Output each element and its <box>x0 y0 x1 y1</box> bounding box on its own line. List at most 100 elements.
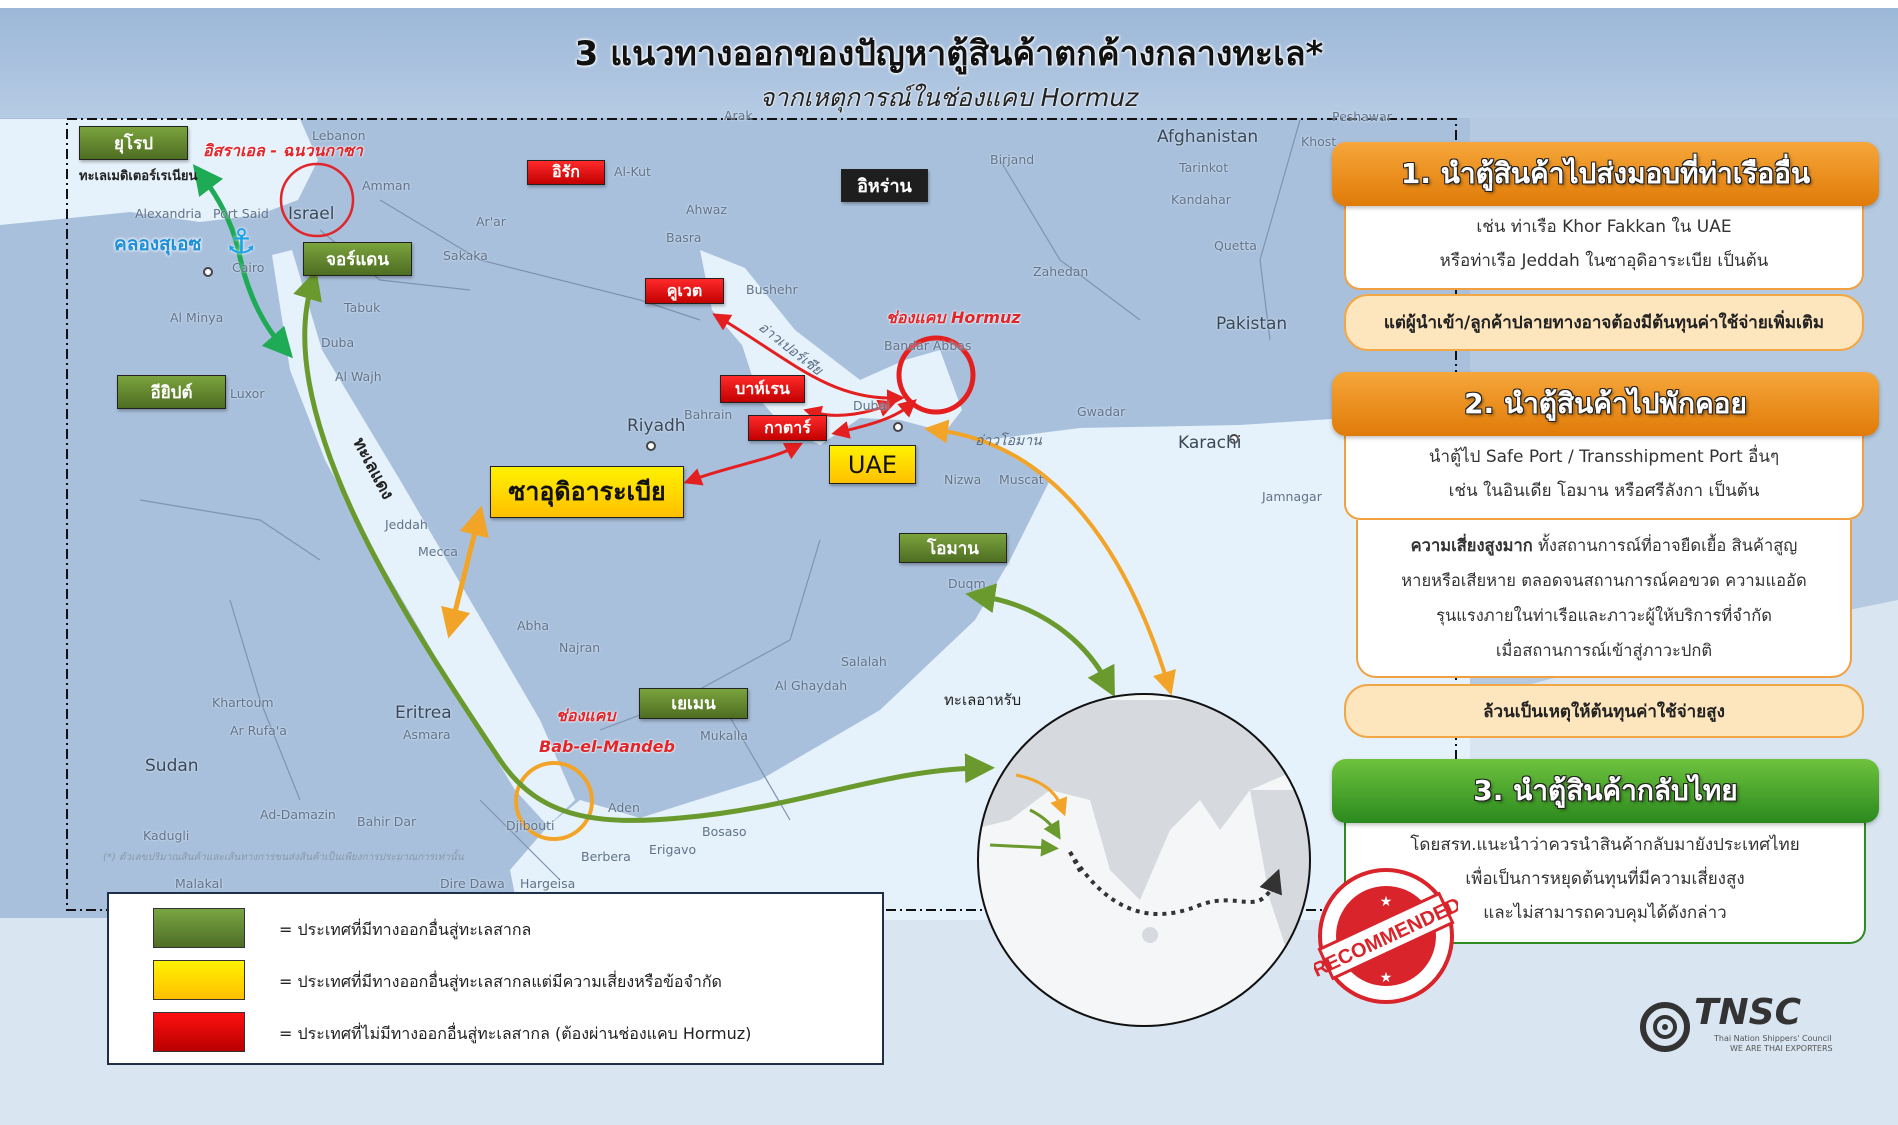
country-uae: UAE <box>829 445 916 484</box>
place-label: Tabuk <box>344 300 381 315</box>
tnsc-logo-name: TNSC <box>1694 992 1802 1033</box>
place-label: Basra <box>666 230 702 245</box>
place-label: Alexandria <box>135 206 202 221</box>
place-label: Jeddah <box>385 517 428 532</box>
option2-risk-line2: หายหรือเสียหาย ตลอดจนสถานการณ์คอขวด ความ… <box>1401 571 1807 590</box>
page-title: 3 แนวทางออกของปัญหาตู้สินค้าตกค้างกลางทะ… <box>574 34 1324 74</box>
place-label: Khost <box>1301 134 1337 149</box>
place-label: Luxor <box>230 386 265 401</box>
option1-note: แต่ผู้นำเข้า/ลูกค้าปลายทางอาจต้องมีต้นทุ… <box>1344 294 1864 351</box>
hormuz-label: ช่องแคบ Hormuz <box>886 308 1021 327</box>
country-qatar: กาตาร์ <box>748 415 827 441</box>
place-label: Najran <box>559 640 601 655</box>
place-label: Karachi <box>1178 433 1242 453</box>
place-label: Ar Rufa'a <box>230 723 287 738</box>
option3-line3: และไม่สามารถควบคุมได้ดังกล่าว <box>1483 903 1727 923</box>
place-label: Israel <box>288 204 335 224</box>
country-saudi-arabia: ซาอุดิอาระเบีย <box>490 466 684 518</box>
place-label: Muscat <box>999 472 1044 487</box>
gulf-of-oman-label: อ่าวโอมาน <box>975 433 1042 449</box>
recommended-stamp: ★★ RECOMMENDED <box>1309 864 1465 1008</box>
option2-note: ล้วนเป็นเหตุให้ต้นทุนค่าใช้จ่ายสูง <box>1344 684 1864 738</box>
country-kuwait: คูเวต <box>645 278 724 304</box>
place-label: Pakistan <box>1216 314 1288 334</box>
option3-header: 3. นำตู้สินค้ากลับไทย <box>1332 759 1879 823</box>
page-subtitle: จากเหตุการณ์ในช่องแคบ Hormuz <box>759 83 1139 112</box>
place-label: Khartoum <box>212 695 274 710</box>
place-label: Jamnagar <box>1262 489 1322 504</box>
saudi-jeddah-arrow <box>441 505 489 639</box>
place-label: Djibouti <box>506 818 555 833</box>
place-label: Hargeisa <box>520 876 576 891</box>
option2-risk-line3: รุนแรงภายในท่าเรือและภาวะผู้ให้บริการที่… <box>1436 606 1772 625</box>
option2-risk-line1: ทั้งสถานการณ์ที่อาจยืดเยื้อ สินค้าสูญ <box>1538 536 1798 555</box>
place-label: Aden <box>608 800 640 815</box>
suez-route-arrow <box>192 164 293 359</box>
place-label: Port Said <box>213 206 269 221</box>
place-label: Berbera <box>581 849 631 864</box>
place-label: Cairo <box>232 260 265 275</box>
place-label: Amman <box>362 178 411 193</box>
country-yemen: เยเมน <box>639 688 748 719</box>
option2-line1: นำตู้ไป Safe Port / Transshipment Port อ… <box>1428 447 1780 467</box>
legend: = ประเทศที่มีทางออกอื่นสู่ทะเลสากล = ประ… <box>107 892 884 1065</box>
arabian-sea-label: ทะเลอาหรับ <box>944 691 1022 709</box>
place-label: Al Wajh <box>335 369 382 384</box>
option2-risk-box: ความเสี่ยงสูงมาก ทั้งสถานการณ์ที่อาจยืดเ… <box>1356 520 1852 678</box>
legend-swatch-red <box>153 1012 245 1052</box>
israel-gaza-label: อิสราเอล - ฉนวนกาซา <box>203 141 363 160</box>
place-label: Riyadh <box>627 416 686 436</box>
tnsc-logo: TNSC Thai Nation Shippers' Council WE AR… <box>1638 992 1833 1056</box>
bab-el-mandeb-label-line1: ช่องแคบ <box>556 706 616 725</box>
kuwait-arrow <box>712 313 905 408</box>
place-label: Bahrain <box>684 407 733 422</box>
place-label: Bushehr <box>746 282 798 297</box>
place-label: Birjand <box>990 152 1035 167</box>
place-label: Al Minya <box>170 310 224 325</box>
country-egypt: อียิปต์ <box>117 375 226 409</box>
option1-line2: หรือท่าเรือ Jeddah ในซาอุดิอาระเบีย เป็น… <box>1439 251 1769 271</box>
option2-body: นำตู้ไป Safe Port / Transshipment Port อ… <box>1344 430 1864 520</box>
place-label: Bandar Abbas <box>884 338 972 353</box>
place-label: Dire Dawa <box>440 876 505 891</box>
place-label: Tarinkot <box>1179 160 1229 175</box>
option2-risk-bold: ความเสี่ยงสูงมาก <box>1410 536 1533 555</box>
hormuz-to-india-arrow <box>924 419 1176 696</box>
place-label: Asmara <box>403 727 451 742</box>
anchor-icon: ⚓ <box>226 222 257 262</box>
svg-text:★: ★ <box>1380 970 1393 986</box>
place-label: Afghanistan <box>1157 127 1259 147</box>
qatar-arrow <box>831 399 917 439</box>
option2-line2: เช่น ในอินเดีย โอมาน หรือศรีลังกา เป็นต้… <box>1448 481 1760 501</box>
place-label: Erigavo <box>649 842 697 857</box>
place-label: Bahir Dar <box>357 814 417 829</box>
place-label: Bosaso <box>702 824 747 839</box>
place-label: Kandahar <box>1171 192 1231 207</box>
option1-line1: เช่น ท่าเรือ Khor Fakkan ใน UAE <box>1476 217 1732 237</box>
place-label: Quetta <box>1214 238 1257 253</box>
country-europe: ยุโรป <box>79 126 188 160</box>
svg-text:★: ★ <box>1380 894 1393 910</box>
mediterranean-label: ทะเลเมดิเตอร์เรเนียน <box>79 169 198 184</box>
place-label: Salalah <box>841 654 887 669</box>
place-label: Gwadar <box>1077 404 1126 419</box>
place-label: Al-Kut <box>614 164 651 179</box>
country-jordan: จอร์แดน <box>303 242 412 276</box>
suez-canal-label: คลองสุเอซ <box>114 233 202 255</box>
legend-label-yellow: = ประเทศที่มีทางออกอื่นสู่ทะเลสากลแต่มีค… <box>279 972 722 991</box>
saudi-arrow <box>683 442 803 486</box>
bab-el-mandeb-label-line2: Bab-el-Mandeb <box>539 737 675 756</box>
option3-line1: โดยสรท.แนะนำว่าควรนำสินค้ากลับมายังประเท… <box>1410 835 1800 855</box>
country-iraq: อิรัก <box>527 160 605 185</box>
legend-label-green: = ประเทศที่มีทางออกอื่นสู่ทะเลสากล <box>279 920 532 939</box>
tnsc-tagline2: WE ARE THAI EXPORTERS <box>1730 1044 1833 1053</box>
place-label: Kadugli <box>143 828 190 843</box>
country-oman: โอมาน <box>899 533 1007 563</box>
place-label: Sudan <box>145 756 199 776</box>
place-label: Zahedan <box>1033 264 1089 279</box>
place-label: Al Ghaydah <box>775 678 848 693</box>
tnsc-logo-icon <box>1640 1002 1690 1052</box>
place-label: Mukalla <box>700 728 748 743</box>
option2-risk-line4: เมื่อสถานการณ์เข้าสู่ภาวะปกติ <box>1495 641 1713 660</box>
oman-route-arrow <box>965 583 1115 698</box>
